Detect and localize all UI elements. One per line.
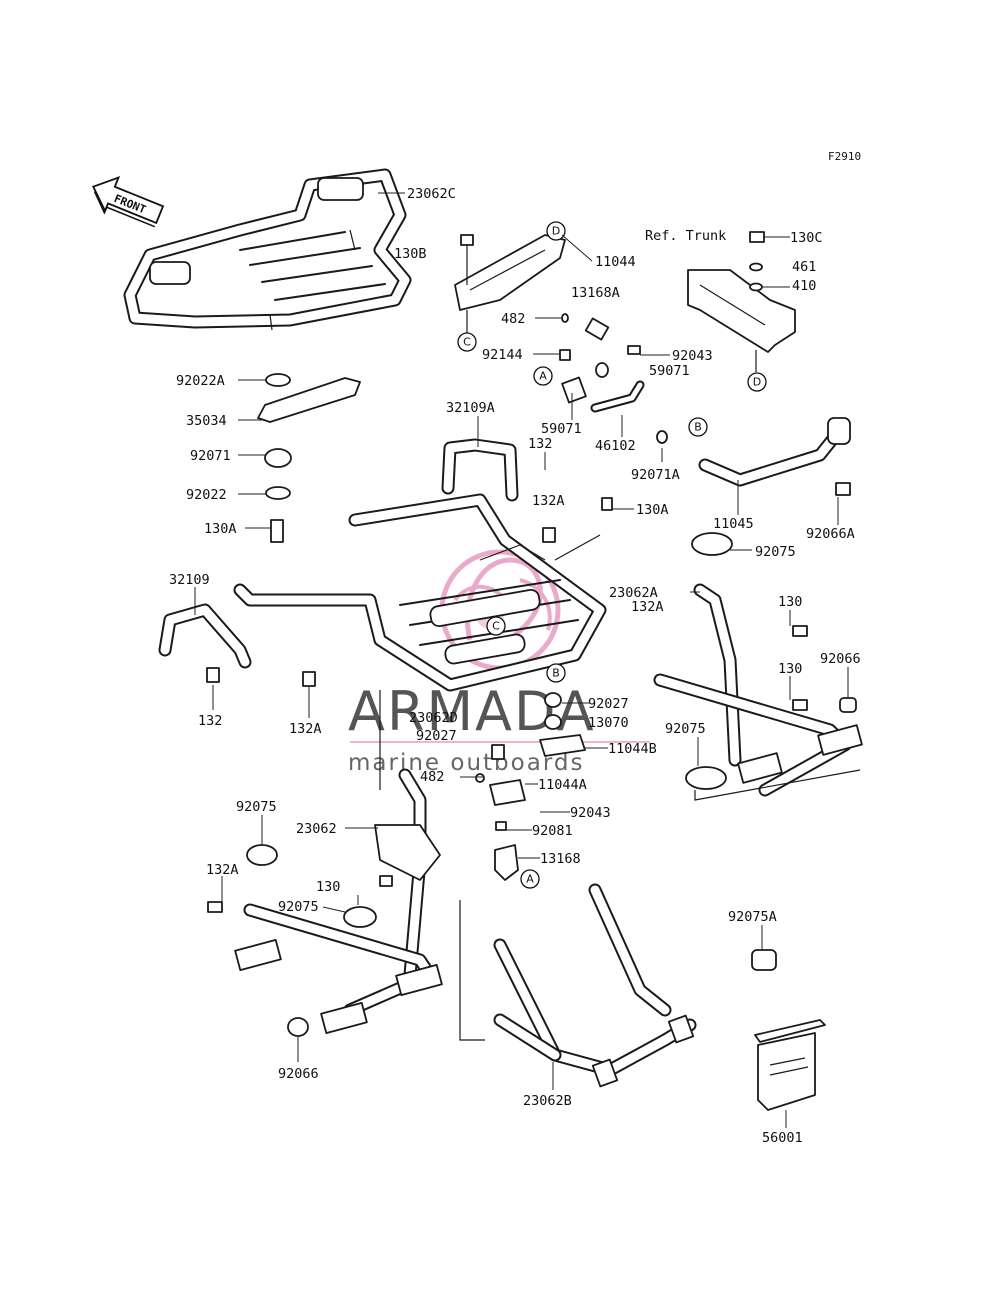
callout-c-top: C: [457, 332, 477, 352]
label-92022: 92022: [186, 487, 227, 503]
label-23062: 23062: [296, 821, 337, 837]
group-line-b: [459, 900, 485, 1041]
label-56001: 56001: [762, 1130, 803, 1146]
trunk-bracket: [687, 231, 796, 372]
label-23062C: 23062C: [407, 186, 456, 202]
label-92066A: 92066A: [806, 526, 855, 542]
svg-text:A: A: [526, 873, 534, 886]
label-11044: 11044: [595, 254, 636, 270]
watermark-brand: ARMADA: [348, 680, 596, 743]
label-11044B: 11044B: [608, 741, 657, 757]
label-59071-b: 59071: [541, 421, 582, 437]
label-410: 410: [792, 278, 816, 294]
label-130C: 130C: [790, 230, 823, 246]
front-rack-23062C: [123, 168, 412, 331]
svg-text:C: C: [492, 620, 500, 633]
right-frame-23062A: [653, 482, 863, 797]
label-92066: 92066: [820, 651, 861, 667]
label-92043-b: 92043: [570, 805, 611, 821]
left-frame-23062: [207, 768, 443, 1037]
label-92075-b: 92075: [665, 721, 706, 737]
svg-text:B: B: [552, 667, 560, 680]
label-461: 461: [792, 259, 816, 275]
callout-d-right: D: [747, 372, 767, 392]
watermark-tagline: marine outboards: [348, 750, 584, 776]
figure-code: F2910: [828, 150, 861, 163]
label-482-b: 482: [420, 769, 444, 785]
label-130A: 130A: [204, 521, 237, 537]
label-92071: 92071: [190, 448, 231, 464]
part-labels: 23062C 130B 11044 13168A 482 92144 92043…: [169, 186, 861, 1146]
label-13070: 13070: [588, 715, 629, 731]
label-92043: 92043: [672, 348, 713, 364]
label-130B: 130B: [394, 246, 427, 262]
label-92075-d: 92075: [278, 899, 319, 915]
stay-stack: [257, 373, 361, 543]
label-130: 130: [778, 594, 802, 610]
handle-32109: [158, 603, 316, 687]
main-rear-rack: [233, 493, 613, 692]
callout-a-top: A: [533, 366, 553, 386]
label-92027: 92027: [588, 696, 629, 712]
label-132A-b: 132A: [631, 599, 664, 615]
label-130A-b: 130A: [636, 502, 669, 518]
label-32109A: 32109A: [446, 400, 495, 416]
label-92075-c: 92075: [236, 799, 277, 815]
watermark: ARMADA marine outboards: [348, 549, 650, 776]
small-hardware-top: [559, 313, 668, 444]
svg-text:B: B: [694, 421, 702, 434]
group-line-d: [554, 534, 601, 561]
callout-d-top: D: [546, 221, 566, 241]
label-11045: 11045: [713, 516, 754, 532]
label-46102: 46102: [595, 438, 636, 454]
label-13168: 13168: [540, 851, 581, 867]
label-92075: 92075: [755, 544, 796, 560]
callout-c-mid: C: [486, 616, 506, 636]
label-92071A: 92071A: [631, 467, 680, 483]
rubber-92075A: [751, 949, 777, 971]
callout-a-bottom: A: [520, 869, 540, 889]
label-130-c: 130: [316, 879, 340, 895]
ref-trunk-note: Ref. Trunk: [645, 228, 726, 244]
label-32109: 32109: [169, 572, 210, 588]
callout-b-top: B: [688, 417, 708, 437]
label-132-b: 132: [198, 713, 222, 729]
mudflap-56001: [754, 1019, 826, 1111]
group-line-c: [694, 769, 861, 801]
label-13168A: 13168A: [571, 285, 620, 301]
label-130-b: 130: [778, 661, 802, 677]
label-23062B: 23062B: [523, 1093, 572, 1109]
label-92027-b: 92027: [416, 728, 457, 744]
label-23062D: 23062D: [409, 710, 458, 726]
label-92144: 92144: [482, 347, 523, 363]
frame-23062B: [493, 883, 697, 1088]
label-59071: 59071: [649, 363, 690, 379]
svg-text:C: C: [463, 336, 471, 349]
label-23062A: 23062A: [609, 585, 658, 601]
center-hardware: [475, 692, 586, 881]
callout-b-mid: B: [546, 663, 566, 683]
svg-text:D: D: [753, 376, 761, 389]
label-92081: 92081: [532, 823, 573, 839]
label-92022A: 92022A: [176, 373, 225, 389]
label-11044A: 11044A: [538, 777, 587, 793]
bracket-11044: [454, 234, 566, 335]
label-482: 482: [501, 311, 525, 327]
label-92075A: 92075A: [728, 909, 777, 925]
handle-32109A: [441, 438, 519, 502]
svg-text:D: D: [552, 225, 560, 238]
bar-11045: [698, 417, 851, 487]
front-arrow-icon: FRONT: [92, 175, 165, 228]
leader-lines: [194, 192, 849, 1128]
label-132A-d: 132A: [206, 862, 239, 878]
label-132A: 132A: [532, 493, 565, 509]
label-132: 132: [528, 436, 552, 452]
svg-text:A: A: [539, 370, 547, 383]
label-35034: 35034: [186, 413, 227, 429]
label-92066-b: 92066: [278, 1066, 319, 1082]
label-132A-c: 132A: [289, 721, 322, 737]
